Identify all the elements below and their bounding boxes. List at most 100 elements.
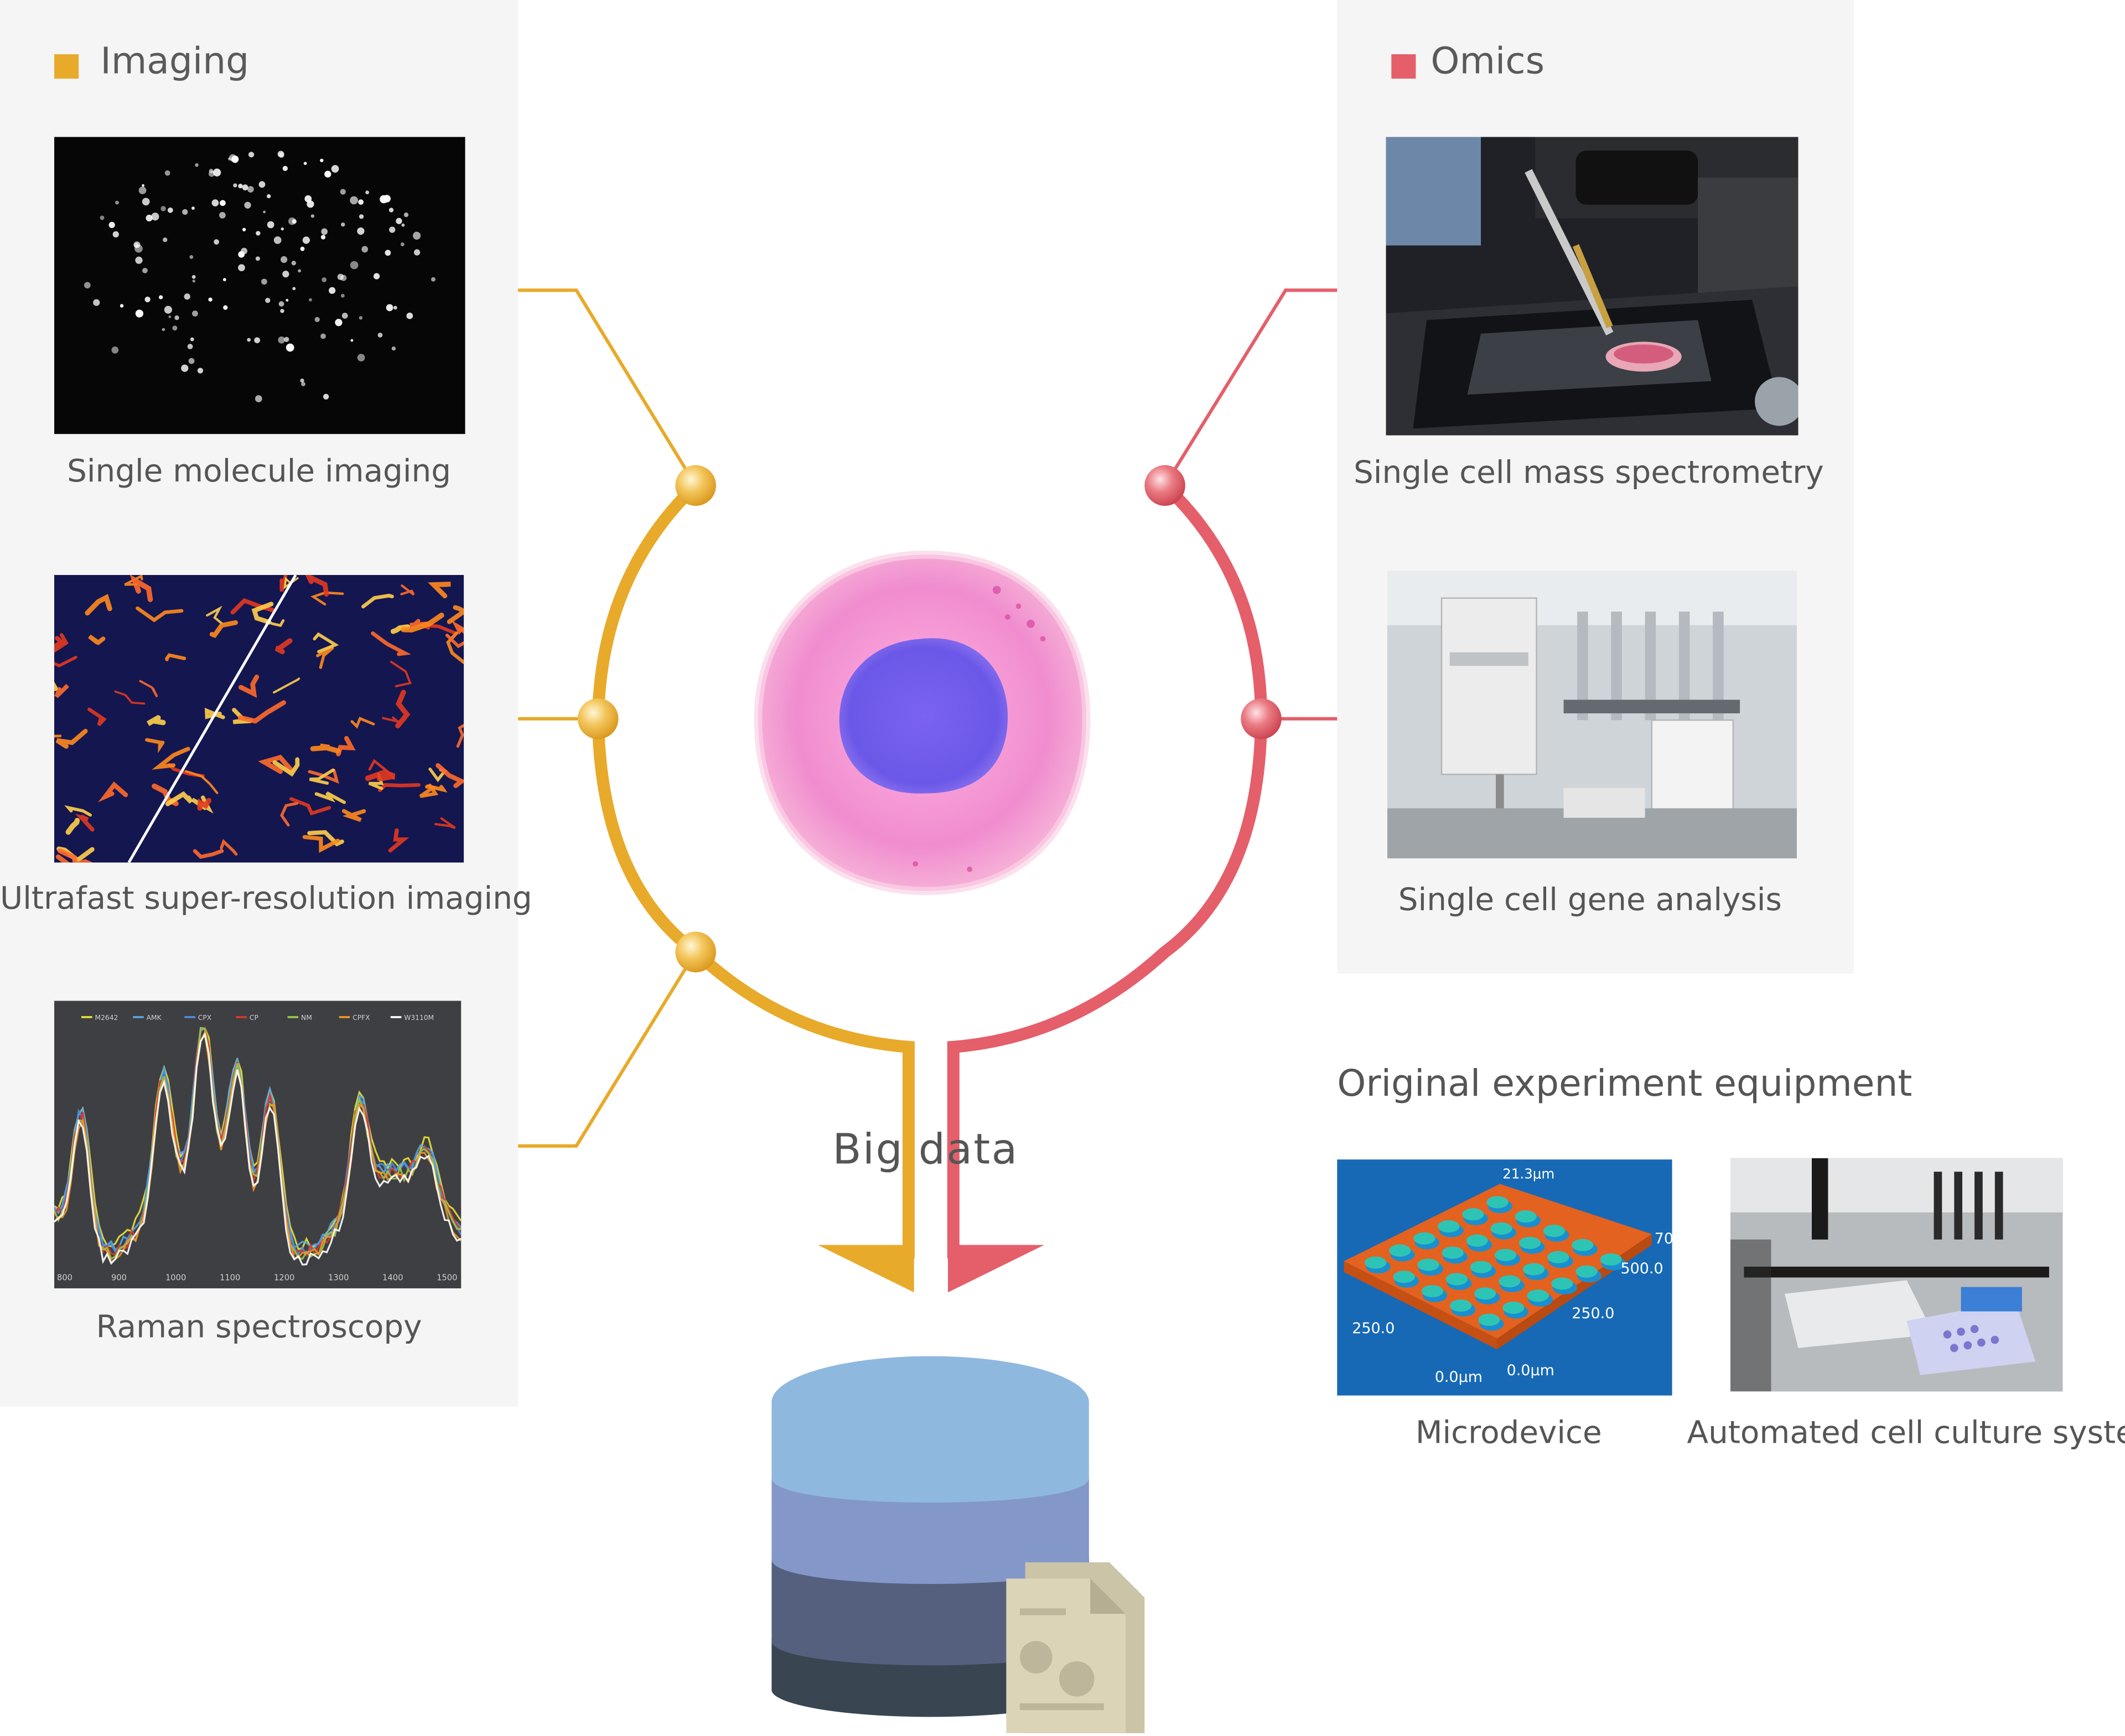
filament [401, 613, 444, 633]
molecule-spot [335, 319, 343, 327]
molecule-spot [258, 181, 266, 188]
microwell [1478, 1313, 1500, 1326]
micro-label-top: 21.3μm [1502, 1166, 1554, 1182]
micro-label-right-mid: 500.0 [1620, 1260, 1663, 1277]
filament [98, 781, 128, 802]
molecule-spot [261, 278, 267, 285]
filament [258, 754, 293, 774]
filament [310, 743, 340, 754]
molecule-spot [298, 269, 302, 273]
molecule-spot [247, 186, 254, 193]
molecule-spot [300, 246, 305, 251]
molecule-spot [254, 337, 261, 344]
molecule-spot [323, 393, 329, 400]
microwell [1413, 1232, 1435, 1245]
mass-spectrometry-caption: Single cell mass spectrometry [1354, 455, 1824, 491]
super-resolution-image [54, 575, 464, 863]
molecule-spot [256, 231, 261, 236]
molecule-spot [277, 151, 284, 158]
microwell [1470, 1261, 1492, 1273]
filament [209, 620, 238, 639]
molecule-spot [329, 287, 336, 294]
document-icon [1006, 1562, 1145, 1733]
molecule-spot [182, 209, 188, 215]
molecule-spot [350, 196, 358, 205]
molecule-spot [281, 256, 288, 263]
molecule-spot [403, 213, 409, 217]
molecule-spot [288, 217, 296, 225]
raman-tick-label: 1000 [165, 1273, 186, 1282]
molecule-spot [219, 200, 226, 206]
filament [136, 606, 184, 623]
filament [350, 717, 375, 729]
filament [232, 708, 252, 724]
filament [165, 653, 186, 661]
filament [390, 660, 412, 687]
filament [193, 849, 224, 859]
molecule-spot [357, 227, 365, 235]
molecule-spot [142, 184, 144, 187]
raman-legend-label: CP [250, 1014, 258, 1022]
filament [279, 575, 288, 592]
gene-analysis-caption: Single cell gene analysis [1398, 883, 1782, 919]
molecule-spot [341, 222, 345, 227]
microwell [1502, 1302, 1525, 1314]
molecule-spot [115, 200, 119, 205]
filament [382, 716, 400, 723]
molecule-spot [164, 170, 170, 176]
molecule-spot [377, 333, 383, 338]
molecule-spot [189, 255, 194, 259]
micro-label-bottom-right: 0.0μm [1507, 1362, 1554, 1379]
filament [87, 707, 107, 727]
molecule-spot [233, 183, 237, 188]
filament [237, 700, 286, 724]
microwell [1449, 1299, 1472, 1312]
molecule-spot [396, 217, 402, 225]
filament [425, 784, 448, 793]
molecule-spot [229, 154, 237, 162]
molecule-spot [135, 309, 144, 318]
molecule-spot [431, 277, 436, 282]
molecule-spot [304, 195, 312, 203]
raman-tick-label: 900 [111, 1273, 127, 1282]
single-molecule-caption: Single molecule imaging [67, 454, 452, 490]
raman-legend-label: CPX [198, 1014, 212, 1022]
filament [139, 680, 158, 698]
molecule-spot [391, 346, 396, 351]
filament [55, 854, 92, 863]
filament [436, 763, 464, 789]
micro-label-bottom-left: 0.0μm [1435, 1369, 1483, 1386]
imaging-node-dot-3 [675, 931, 716, 973]
omics-node-dot-1 [1144, 465, 1185, 506]
molecule-spot [163, 237, 168, 242]
filament [428, 582, 451, 599]
molecule-spot [238, 184, 243, 189]
raman-tick-label: 1500 [437, 1273, 457, 1282]
molecule-spot [350, 261, 359, 270]
molecule-spot [187, 344, 193, 350]
molecule-spot [358, 199, 364, 205]
molecule-spot [393, 305, 397, 310]
micro-label-right-top: 70 [1655, 1230, 1672, 1247]
microwell [1389, 1244, 1411, 1257]
microwell [1543, 1225, 1565, 1237]
molecule-spot [144, 296, 151, 303]
molecule-spot [324, 170, 331, 178]
molecule-spot [302, 236, 310, 244]
cell-culture-caption: Automated cell culture system [1687, 1416, 2125, 1452]
microwell [1494, 1248, 1517, 1261]
molecule-spot [286, 343, 294, 352]
filament [54, 683, 69, 698]
raman-legend-label: W3110M [404, 1014, 434, 1022]
molecule-spot [192, 279, 195, 283]
molecule-spot [172, 325, 178, 331]
cell-culture-photo [1730, 1158, 2063, 1392]
molecule-spot [181, 364, 189, 372]
filament [65, 817, 80, 835]
filament [314, 791, 346, 804]
filament [310, 591, 344, 606]
molecule-spot [314, 317, 320, 323]
micro-label-left: 250.0 [1352, 1320, 1395, 1337]
single-molecule-image [54, 137, 465, 434]
